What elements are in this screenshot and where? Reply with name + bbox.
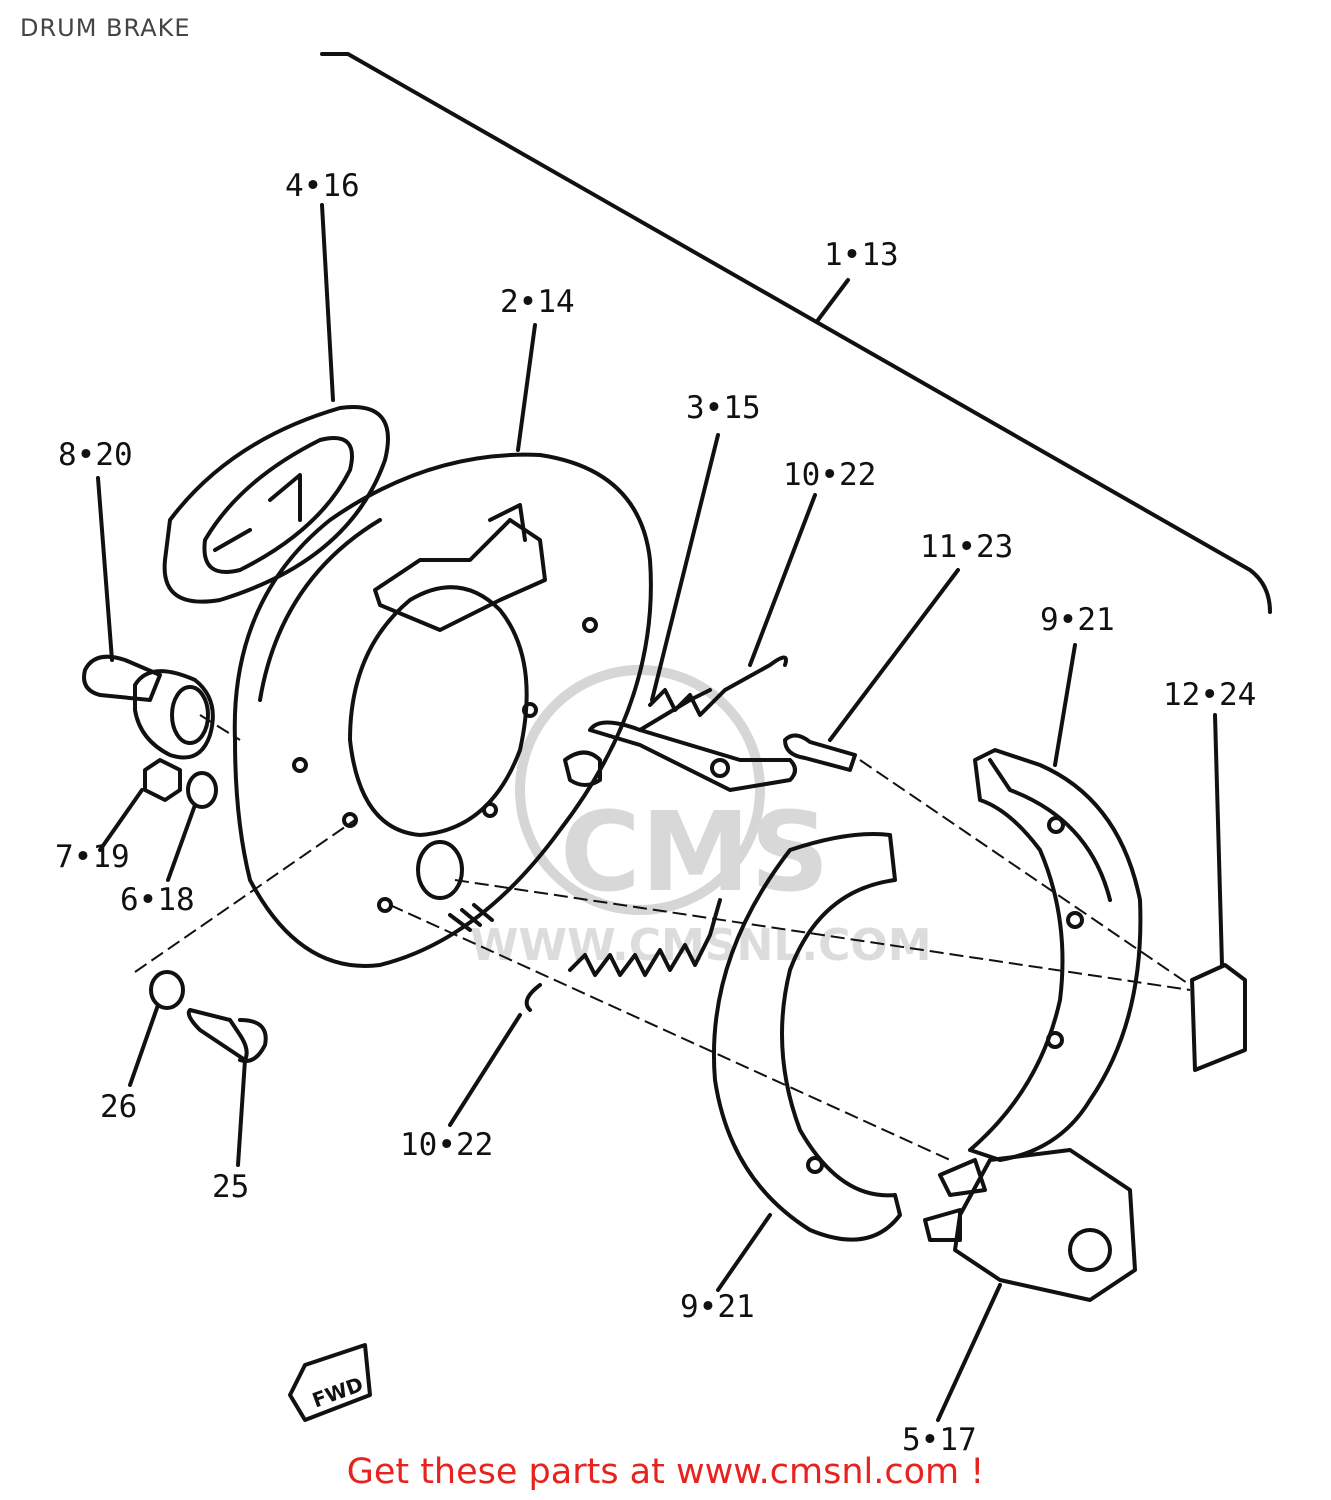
alignment-lines — [134, 714, 1191, 1161]
leader-assembly — [816, 278, 850, 322]
callout-seal-ring: 4•16 — [285, 168, 360, 204]
clip-12 — [1190, 963, 1247, 1072]
leader-camshaft — [96, 476, 114, 662]
callout-washer-26: 26 — [100, 1089, 137, 1125]
cam-lever — [563, 688, 797, 792]
camshaft — [82, 654, 215, 760]
leader-clip-12 — [1213, 713, 1224, 967]
nut-7 — [143, 758, 182, 802]
leader-brake-shoe-upper — [1053, 643, 1077, 767]
brake-plate — [232, 452, 653, 968]
spring-lower — [524, 898, 722, 1012]
callout-assembly: 1•13 — [824, 237, 899, 273]
footer-link[interactable]: Get these parts at www.cmsnl.com ! — [346, 1452, 985, 1492]
washer-6 — [186, 771, 218, 809]
callout-brake-shoe-upper: 9•21 — [1040, 602, 1115, 638]
bolt-25 — [186, 1008, 268, 1063]
callout-nut-7: 7•19 — [55, 839, 130, 875]
leader-brake-shoe-lower — [716, 1213, 772, 1292]
fwd-arrow-icon — [288, 1343, 372, 1422]
leader-seal-ring — [320, 203, 335, 402]
callout-pin-11: 11•23 — [920, 529, 1013, 565]
watermark: CMS WWW.CMSNL.COM — [470, 665, 932, 971]
callout-washer-6: 6•18 — [120, 882, 195, 918]
pin-11 — [783, 733, 857, 772]
callout-labels: 1•13 2•14 3•15 4•16 5•17 6•18 7•19 8•20 … — [55, 168, 1256, 1458]
watermark-brand: CMS — [560, 788, 829, 916]
spring-upper — [648, 655, 788, 717]
leader-spring-lower — [448, 1013, 522, 1127]
leader-washer-6 — [166, 803, 197, 882]
assembly-bracket — [320, 52, 1272, 614]
seal-ring — [162, 405, 390, 604]
page-title: DRUM BRAKE — [20, 14, 191, 42]
brake-shoe-lower — [711, 832, 902, 1242]
wheel-cylinder — [923, 1148, 1137, 1302]
leader-brake-plate — [516, 323, 537, 452]
leader-nut-7 — [98, 788, 144, 852]
callout-clip-12: 12•24 — [1163, 677, 1256, 713]
brake-shoe-upper — [968, 748, 1143, 1162]
callout-wheel-cylinder: 5•17 — [902, 1422, 977, 1458]
leader-bolt-25 — [236, 1058, 247, 1167]
callout-brake-plate: 2•14 — [500, 284, 575, 320]
callout-camshaft: 8•20 — [58, 437, 133, 473]
leader-pin-11 — [828, 568, 960, 742]
leader-spring-upper — [748, 493, 817, 667]
leader-wheel-cylinder — [936, 1283, 1002, 1422]
callout-bolt-25: 25 — [212, 1169, 249, 1205]
leader-washer-26 — [128, 1003, 160, 1087]
callout-cam-lever: 3•15 — [686, 390, 761, 426]
watermark-url: WWW.CMSNL.COM — [470, 920, 932, 971]
callout-spring-lower: 10•22 — [400, 1127, 493, 1163]
washer-26 — [149, 970, 185, 1010]
callout-brake-shoe-lower: 9•21 — [680, 1289, 755, 1325]
leader-cam-lever — [650, 433, 720, 702]
callout-spring-upper: 10•22 — [783, 457, 876, 493]
